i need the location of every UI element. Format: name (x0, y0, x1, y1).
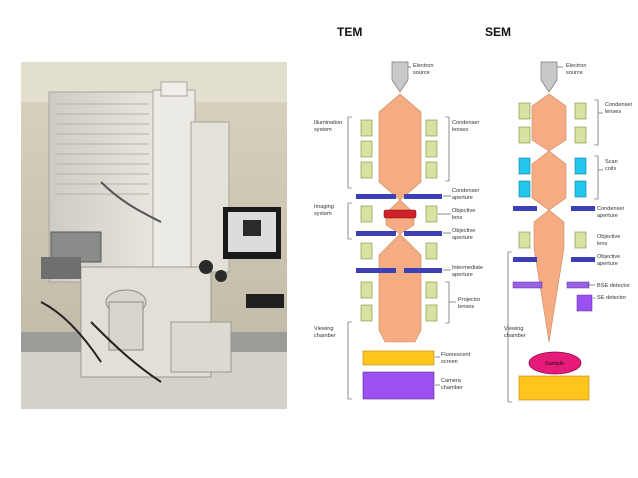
sem-label-condenser-aperture: Condenser (597, 206, 625, 212)
tem-specimen (383, 209, 417, 219)
sem-label-objective-lens: Objective (597, 234, 620, 240)
sem-bse-detector (512, 281, 543, 289)
sem-label-electron-source: Electron (566, 63, 587, 69)
tem-beam (378, 233, 422, 343)
sem-objective-lens (518, 231, 587, 249)
tem-intermediate-aperture (356, 268, 442, 273)
sem-beam (531, 150, 567, 211)
tem-label-condenser-aperture: Condenser (452, 188, 480, 194)
tem-condenser-aperture (356, 194, 442, 199)
tem-label-intermediate-aperture: Intermediate (452, 265, 483, 271)
sem-beam (533, 209, 565, 343)
tem-label-objective-lens: Objective (452, 208, 475, 214)
tem-label-condenser-lenses: Condenser (452, 120, 480, 126)
tem-objective-aperture (356, 231, 442, 236)
tem-label-fluorescent-screen: Fluorescent (441, 352, 471, 358)
tem-intermediate-lens (360, 242, 438, 260)
sem-sample (528, 351, 582, 375)
sem-label-viewing-chamber: Viewing (504, 326, 524, 332)
tem-brackets (347, 66, 456, 400)
sem-se-detector (576, 294, 593, 312)
tem-electron-source (391, 61, 409, 93)
sem-objective-aperture (513, 257, 595, 262)
sem-beam (531, 93, 567, 152)
microscope-photo (21, 62, 287, 409)
sem-label-se-detector: SE detector (597, 295, 626, 301)
tem-label-projector-lenses: Projector (458, 297, 481, 303)
sem-title: SEM (485, 25, 511, 39)
sem-electron-source (540, 61, 558, 93)
tem-camera-chamber (362, 371, 435, 400)
sem-label-scan-coils: Scan (605, 159, 618, 165)
sem-brackets (507, 66, 603, 403)
sem-label-condenser-lenses: Condenser (605, 102, 633, 108)
sem-condenser-lenses (518, 102, 587, 144)
tem-objective-lens (360, 205, 438, 223)
tem-label-objective-aperture: Objective (452, 228, 475, 234)
sem-label-bse-detector: BSE detector (597, 283, 630, 289)
sem-bse-detector (566, 281, 590, 289)
tem-label-illumination-system: Illumination (314, 120, 342, 126)
tem-label-electron-source: Electron (413, 63, 434, 69)
sem-stage (518, 375, 590, 401)
tem-label-imaging-system: Imaging (314, 204, 334, 210)
tem-title: TEM (337, 25, 362, 39)
tem-projector-lenses (360, 281, 438, 322)
sem-sample-label: Sample (545, 361, 564, 367)
tem-label-viewing-chamber: Viewing (314, 326, 334, 332)
tem-fluorescent-screen (362, 350, 435, 366)
sem-scan-coils (518, 157, 587, 198)
tem-label-camera-chamber: Camera (441, 378, 462, 384)
tem-condenser-lenses (360, 119, 438, 179)
tem-beam (378, 93, 422, 201)
sem-condenser-aperture (513, 206, 595, 211)
sem-label-objective-aperture: Objective (597, 254, 620, 260)
